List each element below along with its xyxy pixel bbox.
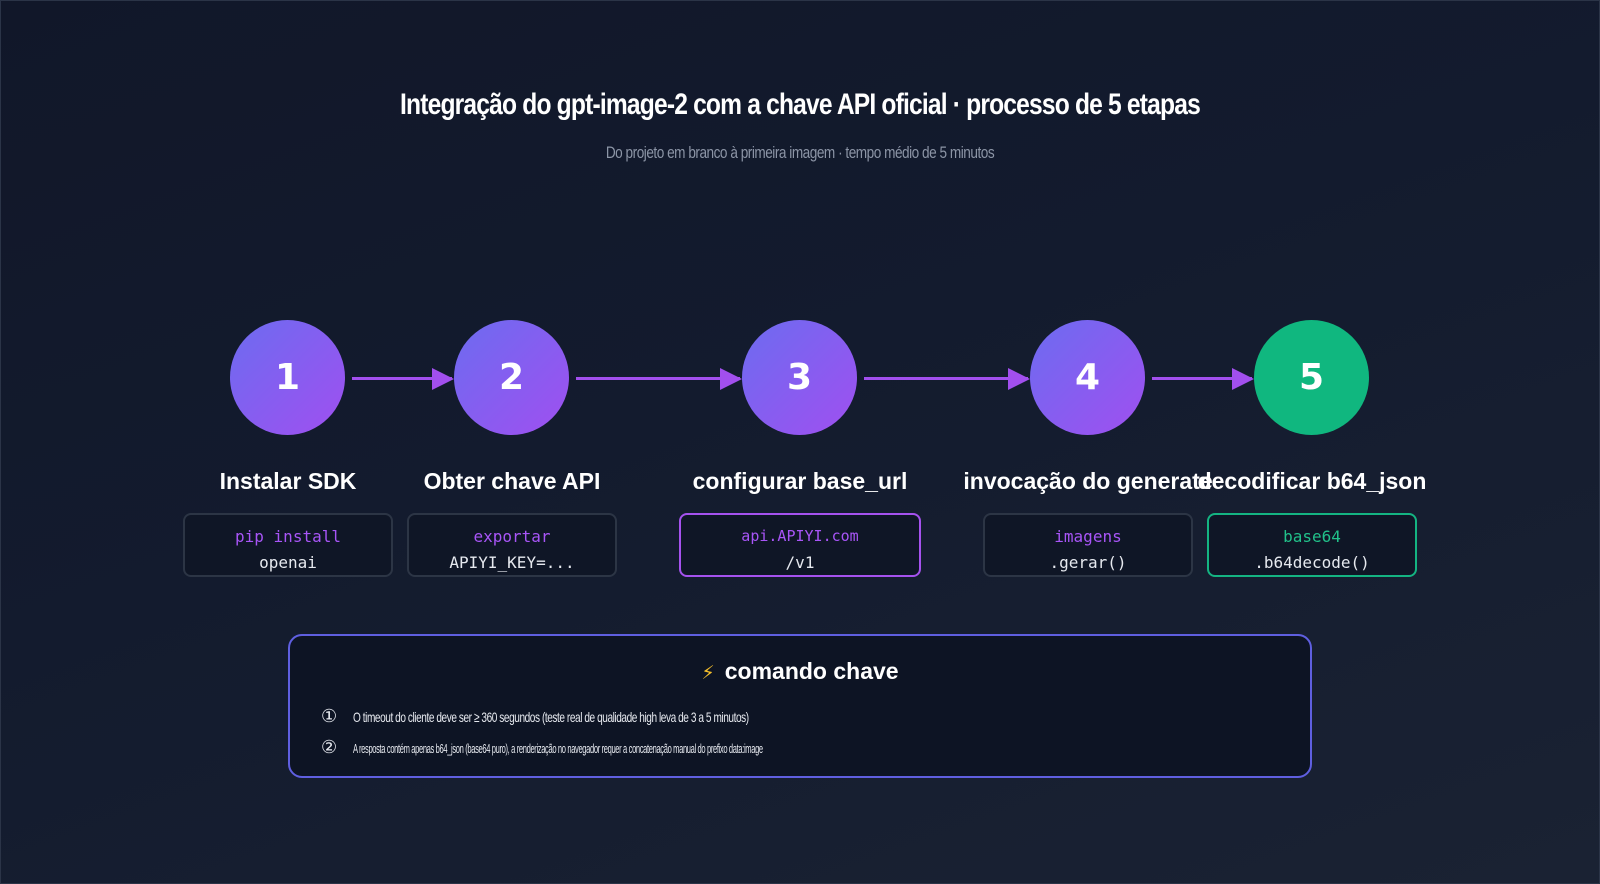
step-1-code-line1: pip install [235, 527, 341, 546]
note-1-text: O timeout do cliente deve ser ≥ 360 segu… [353, 709, 749, 725]
note-2-text: A resposta contém apenas b64_json (base6… [353, 741, 763, 756]
arrow-4-to-5 [1152, 367, 1254, 390]
note-1-marker: ① [321, 706, 338, 727]
step-3-code: api.APIYI.com /v1 [679, 513, 921, 577]
step-4-circle: 4 [1030, 320, 1145, 435]
page-title: Integração do gpt-image-2 com a chave AP… [400, 88, 1201, 121]
step-2-code: exportar APIYI_KEY=... [407, 513, 617, 577]
step-1-label: Instalar SDK [219, 468, 357, 494]
step-4-code-line2: .gerar() [1049, 553, 1127, 572]
arrow-head-icon [720, 367, 742, 390]
step-4-code-line1: imagens [1054, 527, 1122, 546]
step-4-code: imagens .gerar() [983, 513, 1193, 577]
arrow-head-icon [1232, 367, 1254, 390]
arrow-head-icon [1008, 367, 1030, 390]
arrow-1-to-2 [352, 367, 454, 390]
step-5-label: decodificar b64_json [1197, 468, 1427, 494]
key-panel-title: comando chave [724, 658, 899, 684]
step-3-code-line1: api.APIYI.com [741, 527, 859, 545]
step-2-circle: 2 [454, 320, 569, 435]
step-4-label: invocação do generate [963, 468, 1213, 494]
key-panel-heading: ⚡ comando chave [290, 658, 1310, 685]
step-2-code-line1: exportar [473, 527, 551, 546]
step-5-circle: 5 [1254, 320, 1369, 435]
step-1-circle: 1 [230, 320, 345, 435]
page-subtitle: Do projeto em branco à primeira imagem ·… [605, 143, 995, 162]
note-2-marker: ② [321, 737, 338, 758]
arrow-head-icon [432, 367, 454, 390]
step-3-code-line2: /v1 [785, 553, 815, 572]
step-3-label: configurar base_url [692, 468, 908, 494]
note-item: ② A resposta contém apenas b64_json (base… [321, 737, 1060, 758]
lightning-icon: ⚡ [701, 662, 715, 684]
step-2-code-line2: APIYI_KEY=... [449, 553, 575, 572]
arrow-3-to-4 [864, 367, 1030, 390]
note-item: ① O timeout do cliente deve ser ≥ 360 seg… [321, 706, 903, 727]
step-5-code-line1: base64 [1283, 527, 1341, 546]
step-5-code: base64 .b64decode() [1207, 513, 1417, 577]
step-5-code-line2: .b64decode() [1254, 553, 1370, 572]
arrow-2-to-3 [576, 367, 742, 390]
step-2-label: Obter chave API [423, 468, 601, 494]
step-3-circle: 3 [742, 320, 857, 435]
step-1-code: pip install openai [183, 513, 393, 577]
step-1-code-line2: openai [259, 553, 317, 572]
key-commands-panel: ⚡ comando chave ① O timeout do cliente dev… [288, 634, 1312, 778]
